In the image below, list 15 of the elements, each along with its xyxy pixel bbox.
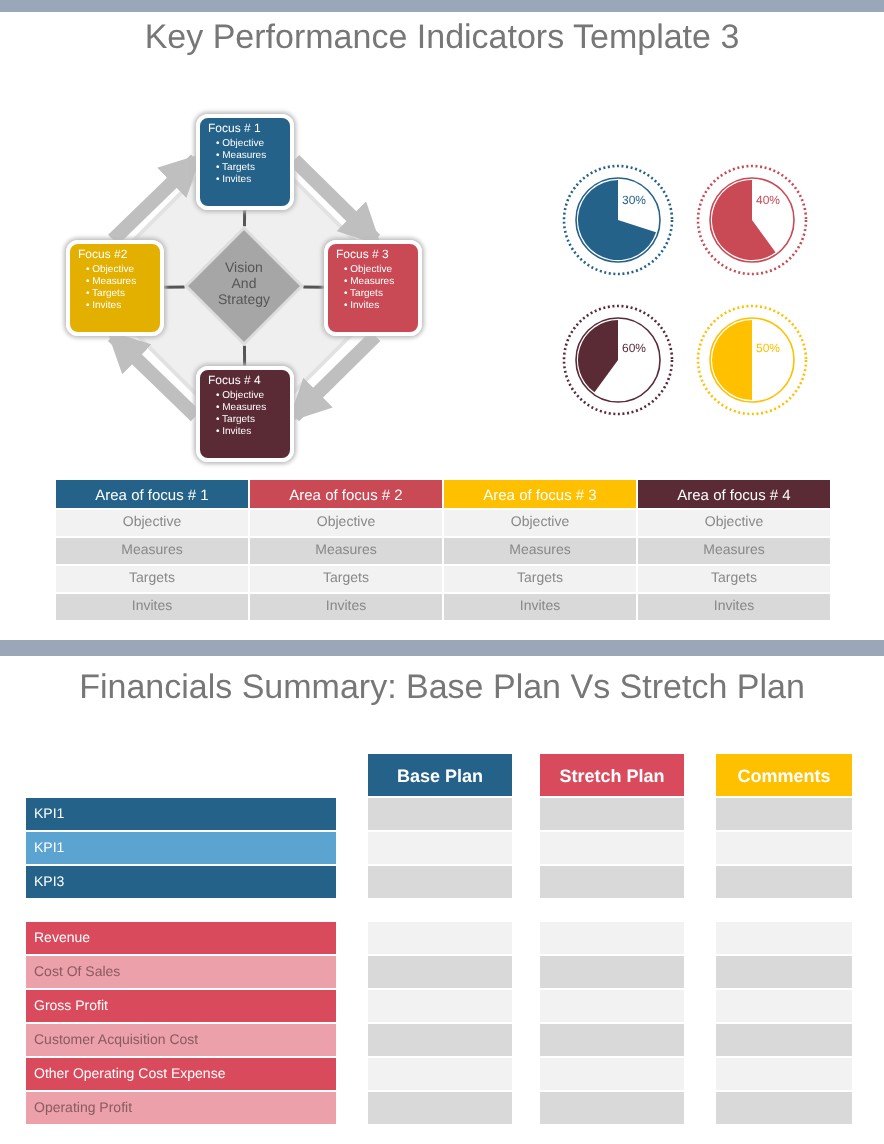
column-header: Base Plan xyxy=(368,754,512,796)
center-diamond xyxy=(184,226,304,346)
column-header: Stretch Plan xyxy=(540,754,684,796)
flow-arrow xyxy=(106,330,201,422)
focus-box xyxy=(196,366,294,462)
focus-box xyxy=(66,240,164,336)
connector-line xyxy=(303,285,324,289)
column-header: Comments xyxy=(716,754,852,796)
connector-line xyxy=(242,345,247,366)
focus-box xyxy=(196,114,294,210)
connector-line xyxy=(243,210,247,227)
slide-title: Key Performance Indicators Template 3 xyxy=(142,18,742,58)
slide-title: Financials Summary: Base Plan Vs Stretch Plan xyxy=(77,668,807,708)
connector-line xyxy=(164,285,185,289)
focus-box xyxy=(324,240,422,336)
